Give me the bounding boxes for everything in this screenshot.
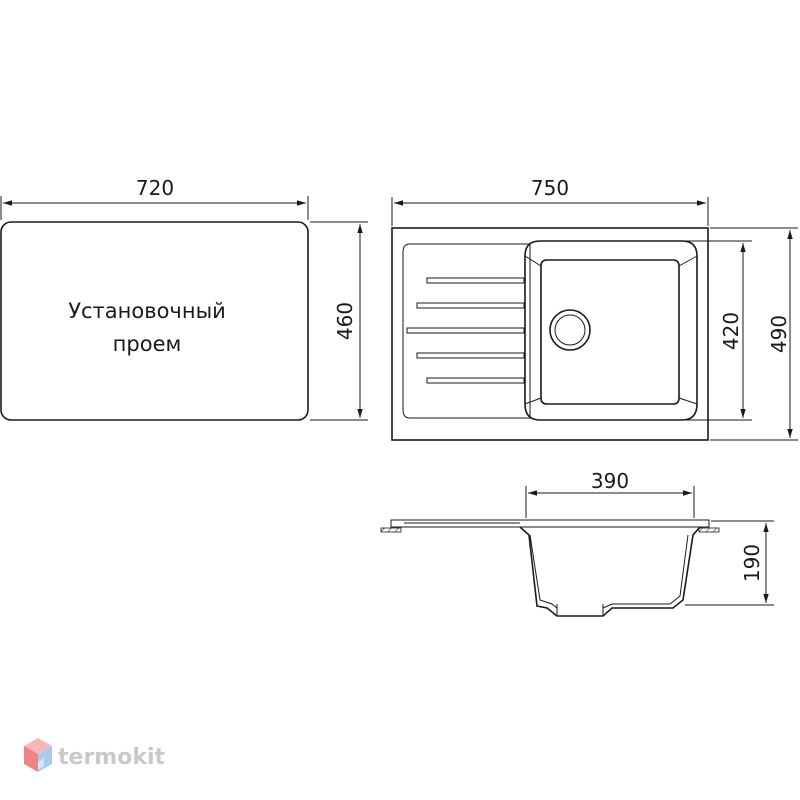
countertop-right — [698, 527, 720, 533]
bowl-height-label: 420 — [719, 312, 743, 350]
drainboard-outline — [402, 243, 531, 419]
bowl-inner — [540, 259, 680, 405]
opening-caption-line2: проем — [113, 332, 182, 356]
groove-2 — [416, 302, 525, 309]
sink-height-label: 490 — [767, 315, 791, 353]
watermark-text: termokit — [58, 745, 165, 770]
sink-width-label: 750 — [531, 176, 569, 200]
opening-caption-line1: Установочный — [68, 299, 226, 323]
drainboard-grooves — [406, 277, 525, 384]
sink-outer-outline — [391, 227, 709, 441]
bowl-width-label: 390 — [591, 469, 629, 493]
depth-label: 190 — [740, 544, 764, 582]
opening-width-label: 720 — [136, 176, 174, 200]
sink-rim — [390, 519, 710, 528]
opening-height-label: 460 — [333, 302, 357, 340]
termokit-logo-icon — [24, 738, 52, 772]
sink-top-view: 750 420 490 — [391, 176, 798, 441]
groove-1 — [426, 277, 525, 284]
drain-outer — [549, 309, 591, 351]
opening-outline — [0, 221, 309, 421]
countertop-left — [380, 527, 402, 533]
installation-opening: 720 460 Установочный проем — [0, 176, 368, 421]
bowl-rim — [524, 240, 698, 421]
groove-4 — [416, 352, 525, 359]
sink-side-view: 390 190 — [380, 469, 774, 617]
groove-5 — [426, 377, 525, 384]
termokit-watermark: termokit — [24, 738, 165, 772]
groove-3 — [406, 327, 525, 334]
drain-inner — [554, 314, 586, 346]
bowl-section-inner — [529, 534, 689, 609]
